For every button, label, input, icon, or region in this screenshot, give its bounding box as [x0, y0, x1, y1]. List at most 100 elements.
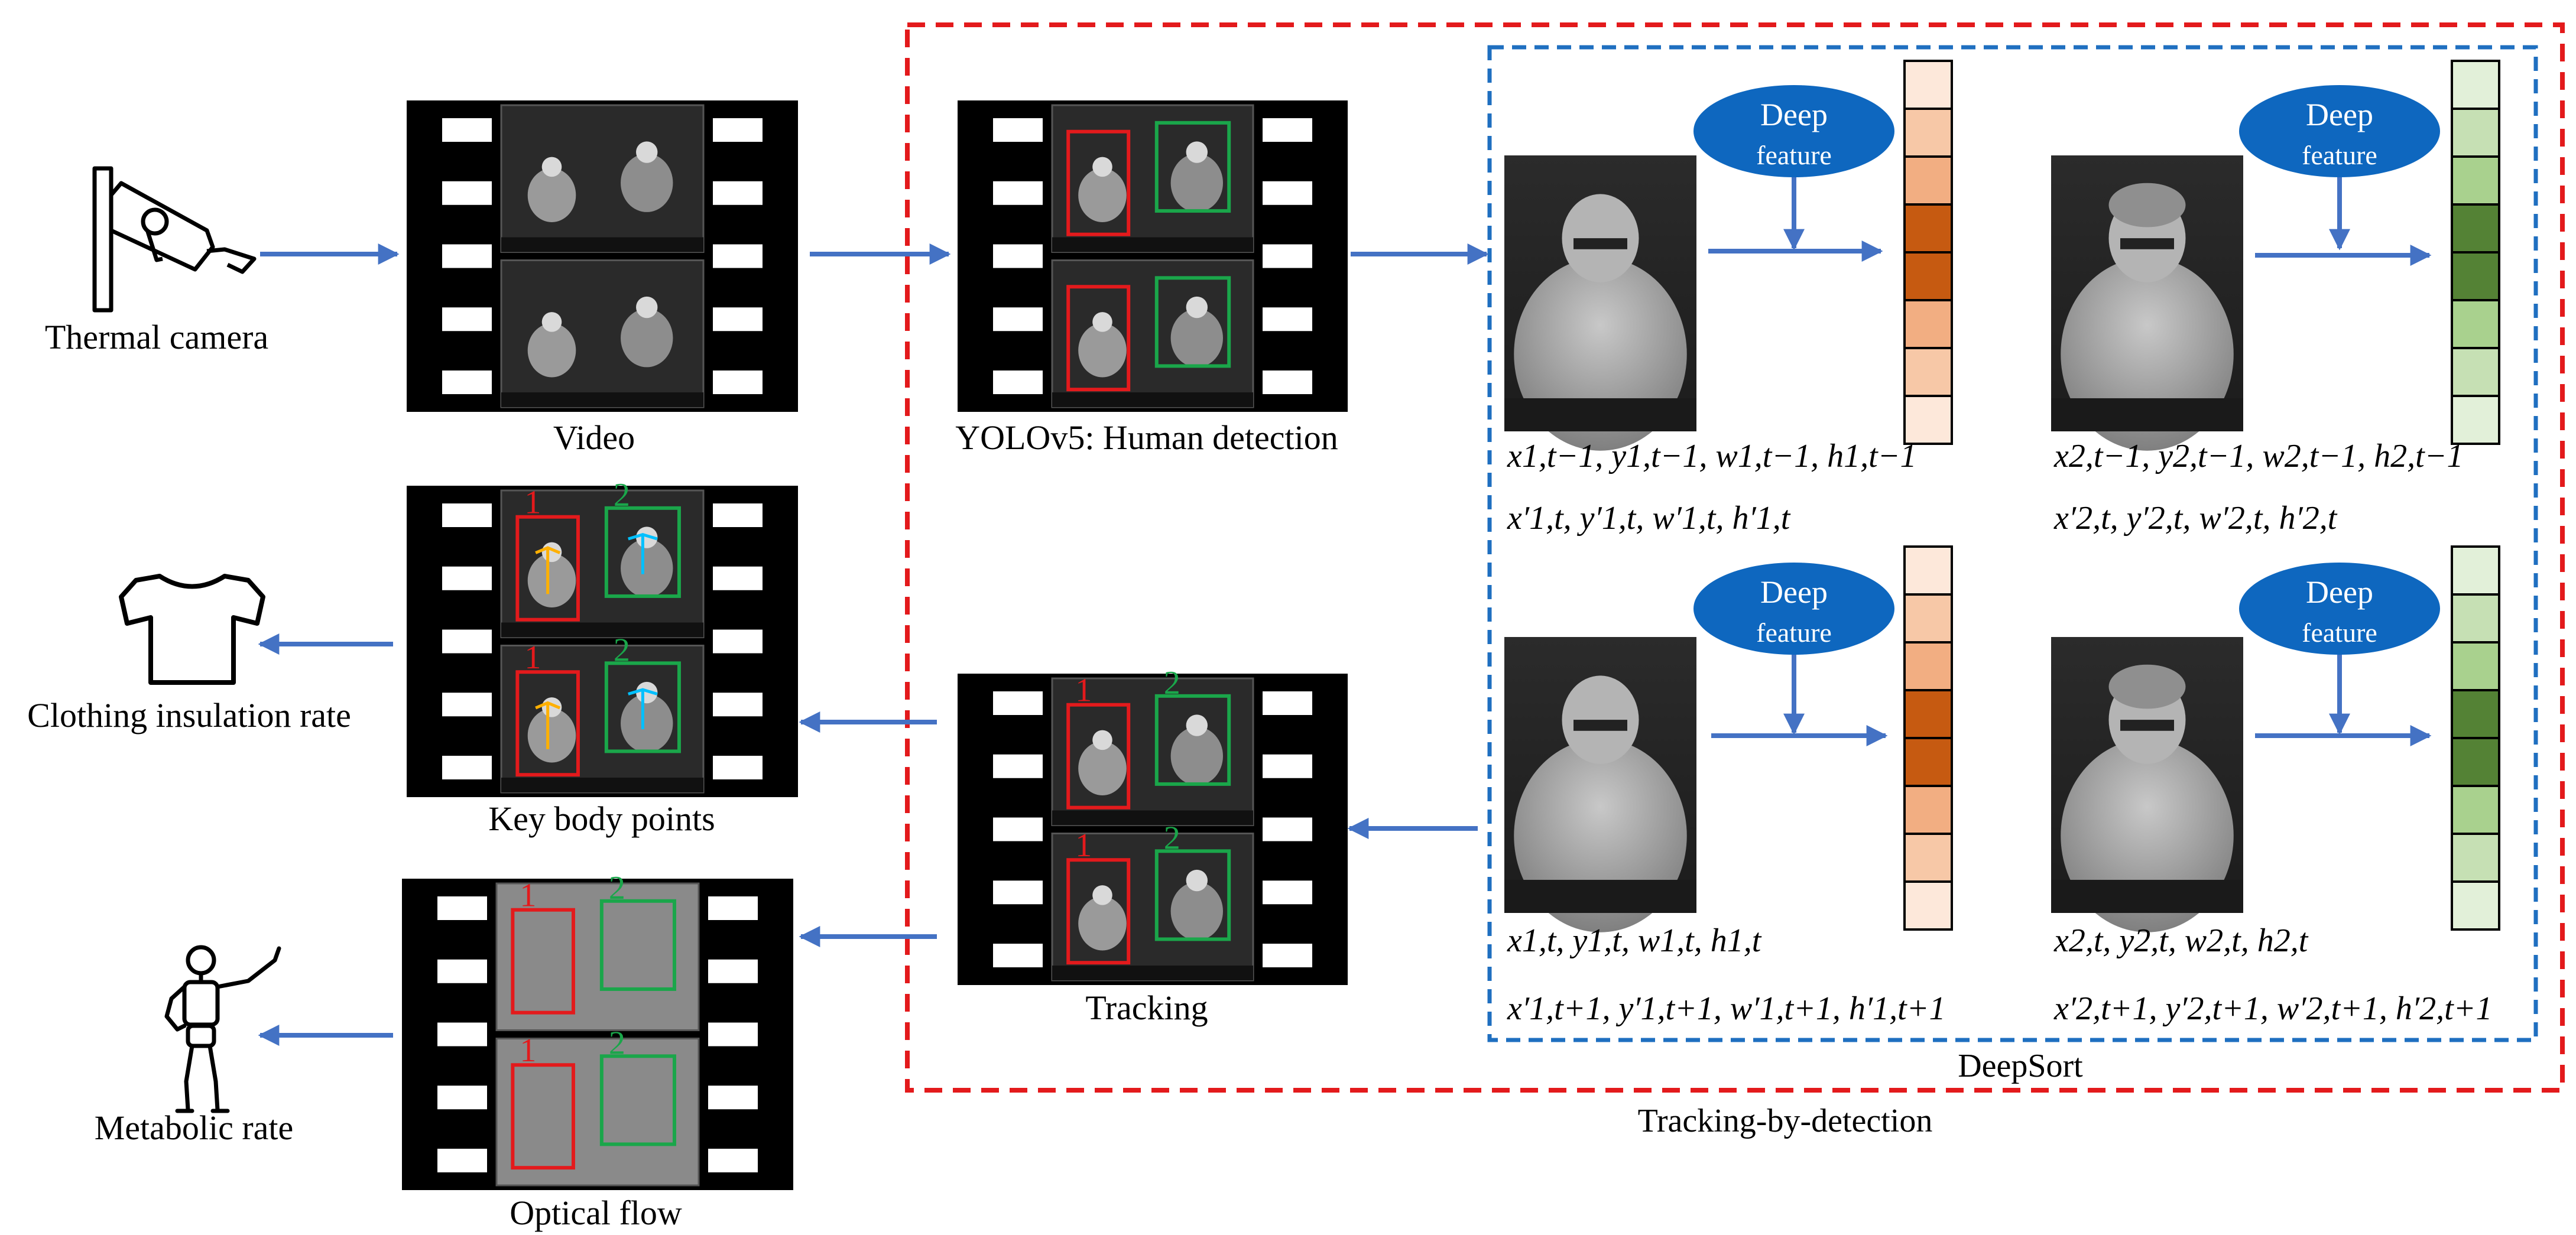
- person-2-box: [604, 506, 681, 598]
- video-film: [407, 100, 798, 412]
- feature-cell: [1903, 299, 1953, 349]
- sprocket-hole: [1263, 691, 1312, 715]
- video-label: Video: [553, 418, 635, 457]
- feature-vector-p2-t-1: [2451, 60, 2500, 445]
- feature-cell: [1903, 251, 1953, 301]
- sprocket-hole: [1263, 244, 1312, 268]
- thermal-crops: [1504, 155, 2243, 932]
- feature-cell: [1903, 641, 1953, 691]
- key-body-points-label: Key body points: [488, 800, 715, 838]
- thermal-camera-icon: [92, 166, 257, 313]
- track-id-1: 1: [520, 1032, 536, 1069]
- person-2-box: [1154, 276, 1231, 368]
- sprocket-hole: [1263, 880, 1312, 905]
- feature-cell: [2451, 108, 2500, 158]
- feature-cell: [1903, 785, 1953, 835]
- person-1-box: [1066, 858, 1131, 965]
- clothing-insulation-label: Clothing insulation rate: [27, 696, 351, 734]
- track-id-2: 2: [609, 1025, 625, 1061]
- sprocket-hole: [713, 756, 763, 779]
- person-1-box: [515, 515, 580, 622]
- feature-cell: [1903, 689, 1953, 739]
- formula-p1-prev: x1,t−1, y1,t−1, w1,t−1, h1,t−1: [1507, 438, 1916, 474]
- sprocket-hole: [708, 1149, 758, 1172]
- track-id-2: 2: [1164, 820, 1180, 856]
- yolo-label: YOLOv5: Human detection: [955, 418, 1338, 457]
- feature-cell: [2451, 155, 2500, 206]
- feature-cell: [1903, 737, 1953, 787]
- film-frame: [1051, 104, 1254, 253]
- sprocket-hole: [1263, 370, 1312, 394]
- person-2-box: [599, 1054, 676, 1146]
- formula-p1-cur: x1,t, y1,t, w1,t, h1,t: [1507, 922, 1762, 959]
- svg-text:feature: feature: [2302, 618, 2377, 648]
- sprocket-hole: [993, 181, 1043, 205]
- feature-cell: [2451, 251, 2500, 301]
- feature-vector-p1-t: [1903, 545, 1953, 931]
- tracking-by-detection-border: [905, 22, 2565, 1093]
- thermal-crop-p2-t-1: [2051, 155, 2243, 451]
- svg-text:feature: feature: [2302, 140, 2377, 170]
- sprocket-hole: [713, 307, 763, 332]
- feature-cell: [1903, 347, 1953, 397]
- feature-cell: [2451, 203, 2500, 254]
- sprocket-hole: [993, 244, 1043, 268]
- sprocket-hole: [442, 307, 492, 332]
- sprocket-hole: [713, 370, 763, 394]
- track-id-1: 1: [1075, 672, 1092, 709]
- svg-text:Deep: Deep: [2306, 97, 2373, 132]
- film-frame: [500, 104, 705, 253]
- sprocket-hole: [713, 181, 763, 205]
- sprocket-hole: [437, 1022, 487, 1046]
- person-1-box: [511, 1063, 575, 1170]
- feature-cell: [2451, 833, 2500, 883]
- track-id-2: 2: [609, 870, 625, 906]
- person-1-box: [1066, 703, 1131, 810]
- person-1-box: [1066, 285, 1131, 392]
- feature-cell: [2451, 785, 2500, 835]
- sprocket-hole: [713, 693, 763, 717]
- sprocket-hole: [993, 944, 1043, 967]
- sprocket-hole: [708, 1022, 758, 1046]
- feature-cell: [2451, 641, 2500, 691]
- sprocket-hole: [993, 817, 1043, 841]
- film-frame: [495, 1038, 700, 1187]
- sprocket-hole: [442, 566, 492, 590]
- sprocket-hole: [442, 503, 492, 527]
- deep-feature-ellipse-1: Deep feature: [1693, 85, 1894, 177]
- feature-cell: [1903, 108, 1953, 158]
- sprocket-hole: [442, 693, 492, 717]
- feature-cell: [2451, 689, 2500, 739]
- sprocket-hole: [1263, 754, 1312, 778]
- metabolic-rate-label: Metabolic rate: [95, 1109, 294, 1147]
- sprocket-hole: [713, 118, 763, 142]
- sprocket-hole: [1263, 817, 1312, 841]
- formula-p2-cur: x2,t, y2,t, w2,t, h2,t: [2053, 922, 2309, 959]
- sprocket-hole: [708, 1086, 758, 1110]
- sprocket-hole: [1263, 944, 1312, 967]
- feature-cell: [1903, 395, 1953, 445]
- person-1-box: [515, 670, 580, 777]
- sprocket-hole: [442, 756, 492, 779]
- feature-cell: [2451, 60, 2500, 110]
- person-2-box: [604, 661, 681, 753]
- thermal-crop-p1-t: [1504, 637, 1696, 932]
- track-id-2: 2: [614, 477, 630, 514]
- sprocket-hole: [993, 880, 1043, 905]
- sprocket-hole: [993, 691, 1043, 715]
- track-id-2: 2: [614, 632, 630, 668]
- formula-p2-next: x′2,t+1, y′2,t+1, w′2,t+1, h′2,t+1: [2053, 990, 2492, 1027]
- sprocket-hole: [437, 896, 487, 920]
- feature-vector-p1-t-1: [1903, 60, 1953, 445]
- feature-vector-p2-t: [2451, 545, 2500, 931]
- film-frame: [495, 882, 700, 1031]
- sprocket-hole: [442, 629, 492, 654]
- sprocket-hole: [713, 629, 763, 654]
- person-2-box: [1154, 849, 1231, 941]
- sprocket-hole: [993, 118, 1043, 142]
- sprocket-hole: [437, 1086, 487, 1110]
- person-1-box: [1066, 129, 1131, 236]
- deep-feature-ellipse-4: Deep feature: [2239, 563, 2440, 655]
